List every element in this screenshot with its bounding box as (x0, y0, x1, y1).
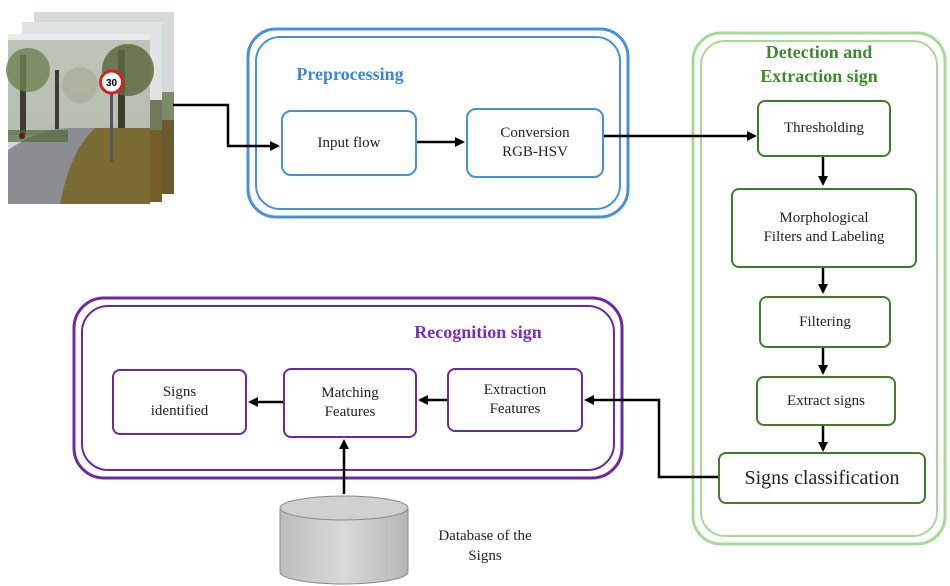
detection-title: Detection and Extraction sign (760, 42, 878, 86)
node-signs-classification-label: Signs classification (744, 466, 900, 489)
node-input-flow: Input flow (281, 110, 417, 176)
node-extraction-features: Extraction Features (447, 368, 583, 432)
database-cylinder (279, 495, 409, 585)
recognition-title: Recognition sign (414, 322, 542, 342)
flow-arrows (173, 103, 828, 494)
node-signs-classification: Signs classification (718, 452, 926, 504)
node-filtering: Filtering (759, 296, 891, 348)
photo-frame-front: 30 (6, 34, 154, 204)
node-matching-features: Matching Features (283, 368, 417, 438)
recognition-group-frame (72, 296, 624, 480)
node-thresholding: Thresholding (757, 100, 891, 157)
detection-group-frame (691, 31, 947, 546)
node-thresholding-label: Thresholding (784, 120, 864, 136)
node-conversion-rgb-hsv: Conversion RGB-HSV (466, 108, 604, 178)
node-extract-signs: Extract signs (756, 376, 896, 426)
preprocessing-title: Preprocessing (296, 64, 404, 84)
node-extract-signs-label: Extract signs (787, 392, 865, 409)
preprocessing-group-frame (246, 27, 630, 219)
node-morphological-filters: Morphological Filters and Labeling (731, 188, 917, 268)
node-input-flow-label: Input flow (317, 134, 381, 151)
node-conversion-label: Conversion RGB-HSV (500, 125, 570, 160)
arrow-classification-to-extraction (584, 395, 718, 479)
database-label: Database of the Signs (438, 528, 532, 564)
node-filtering-label: Filtering (799, 313, 851, 330)
node-signs-identified-label: Signs identified (150, 384, 209, 419)
node-matching-features-label: Matching Features (321, 385, 379, 420)
node-extraction-features-label: Extraction Features (483, 382, 547, 417)
node-morphological-label: Morphological Filters and Labeling (763, 210, 885, 245)
node-signs-identified: Signs identified (112, 369, 247, 435)
arrow-photo-to-input (173, 103, 280, 151)
speed-sign-text: 30 (106, 78, 118, 89)
input-photo-stack: 30 (6, 12, 174, 204)
